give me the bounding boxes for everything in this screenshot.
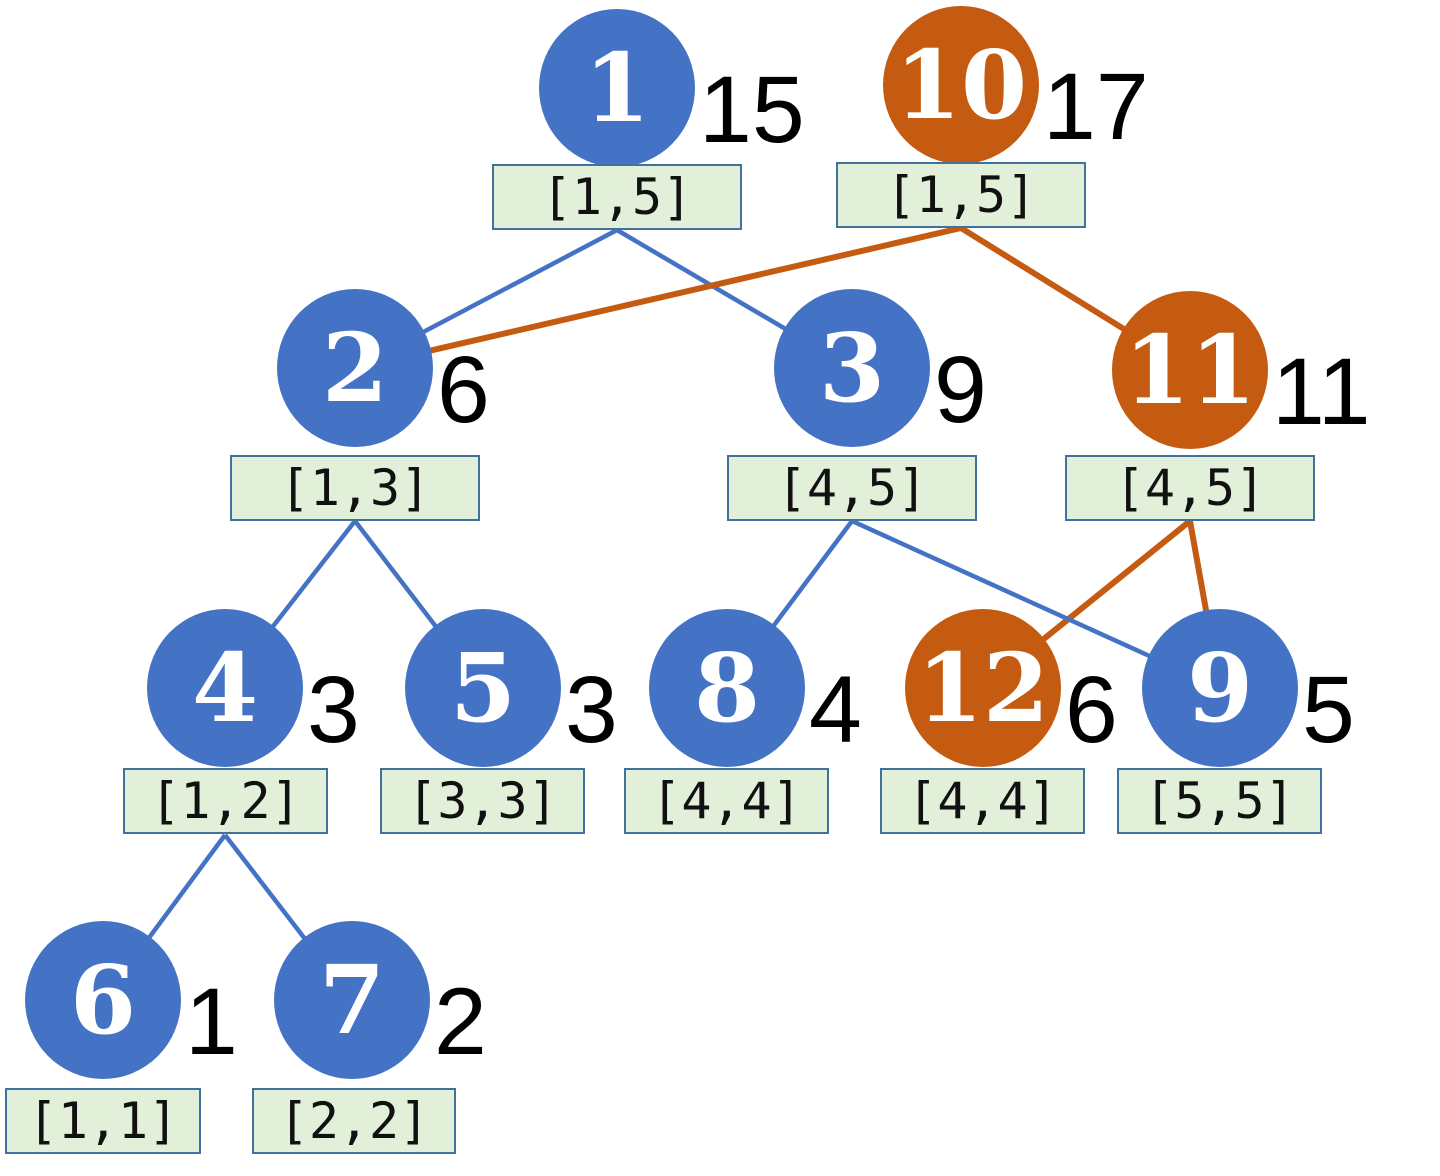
node-10-id: 10 xyxy=(894,29,1028,141)
node-5-value-label: 3 xyxy=(565,657,618,763)
node-2-circle: 2 xyxy=(277,289,433,447)
node-11-id: 11 xyxy=(1123,314,1257,426)
node-10-circle: 10 xyxy=(883,6,1039,164)
node-6-value-label: 1 xyxy=(185,969,238,1075)
node-1-range-box: [1,5] xyxy=(492,164,742,230)
node-10-range-box: [1,5] xyxy=(836,162,1086,228)
node-3-circle: 3 xyxy=(774,289,930,447)
node-12-circle: 12 xyxy=(905,609,1061,767)
node-5-id: 5 xyxy=(449,632,517,744)
node-3-range-box: [4,5] xyxy=(727,455,977,521)
node-5-circle: 5 xyxy=(405,609,561,767)
node-10-value-label: 17 xyxy=(1043,54,1149,160)
node-4-id: 4 xyxy=(191,632,259,744)
node-4-range-box: [1,2] xyxy=(123,768,328,834)
node-6-range-box: [1,1] xyxy=(5,1088,201,1154)
node-2-value-label: 6 xyxy=(437,337,490,443)
node-7-id: 7 xyxy=(318,944,386,1056)
node-7-range-box: [2,2] xyxy=(252,1088,456,1154)
node-6-id: 6 xyxy=(69,944,137,1056)
node-3-value-label: 9 xyxy=(934,337,987,443)
node-1-value-label: 15 xyxy=(699,57,805,163)
node-6-circle: 6 xyxy=(25,921,181,1079)
node-7-circle: 7 xyxy=(274,921,430,1079)
node-12-range-box: [4,4] xyxy=(880,768,1085,834)
node-8-id: 8 xyxy=(693,632,761,744)
node-8-circle: 8 xyxy=(649,609,805,767)
node-2-id: 2 xyxy=(321,312,389,424)
node-7-value-label: 2 xyxy=(434,969,487,1075)
node-1-id: 1 xyxy=(583,32,651,144)
node-12-value-label: 6 xyxy=(1065,657,1118,763)
node-8-range-box: [4,4] xyxy=(624,768,829,834)
node-8-value-label: 4 xyxy=(809,657,862,763)
node-11-range-box: [4,5] xyxy=(1065,455,1315,521)
node-12-id: 12 xyxy=(916,632,1050,744)
node-9-range-box: [5,5] xyxy=(1117,768,1322,834)
node-3-id: 3 xyxy=(818,312,886,424)
node-11-circle: 11 xyxy=(1112,291,1268,449)
node-11-value-label: 11 xyxy=(1272,339,1371,445)
node-2-range-box: [1,3] xyxy=(230,455,480,521)
node-9-value-label: 5 xyxy=(1302,657,1355,763)
node-1-circle: 1 xyxy=(539,9,695,167)
node-9-circle: 9 xyxy=(1142,609,1298,767)
node-4-value-label: 3 xyxy=(307,657,360,763)
node-4-circle: 4 xyxy=(147,609,303,767)
node-9-id: 9 xyxy=(1186,632,1254,744)
node-5-range-box: [3,3] xyxy=(380,768,585,834)
